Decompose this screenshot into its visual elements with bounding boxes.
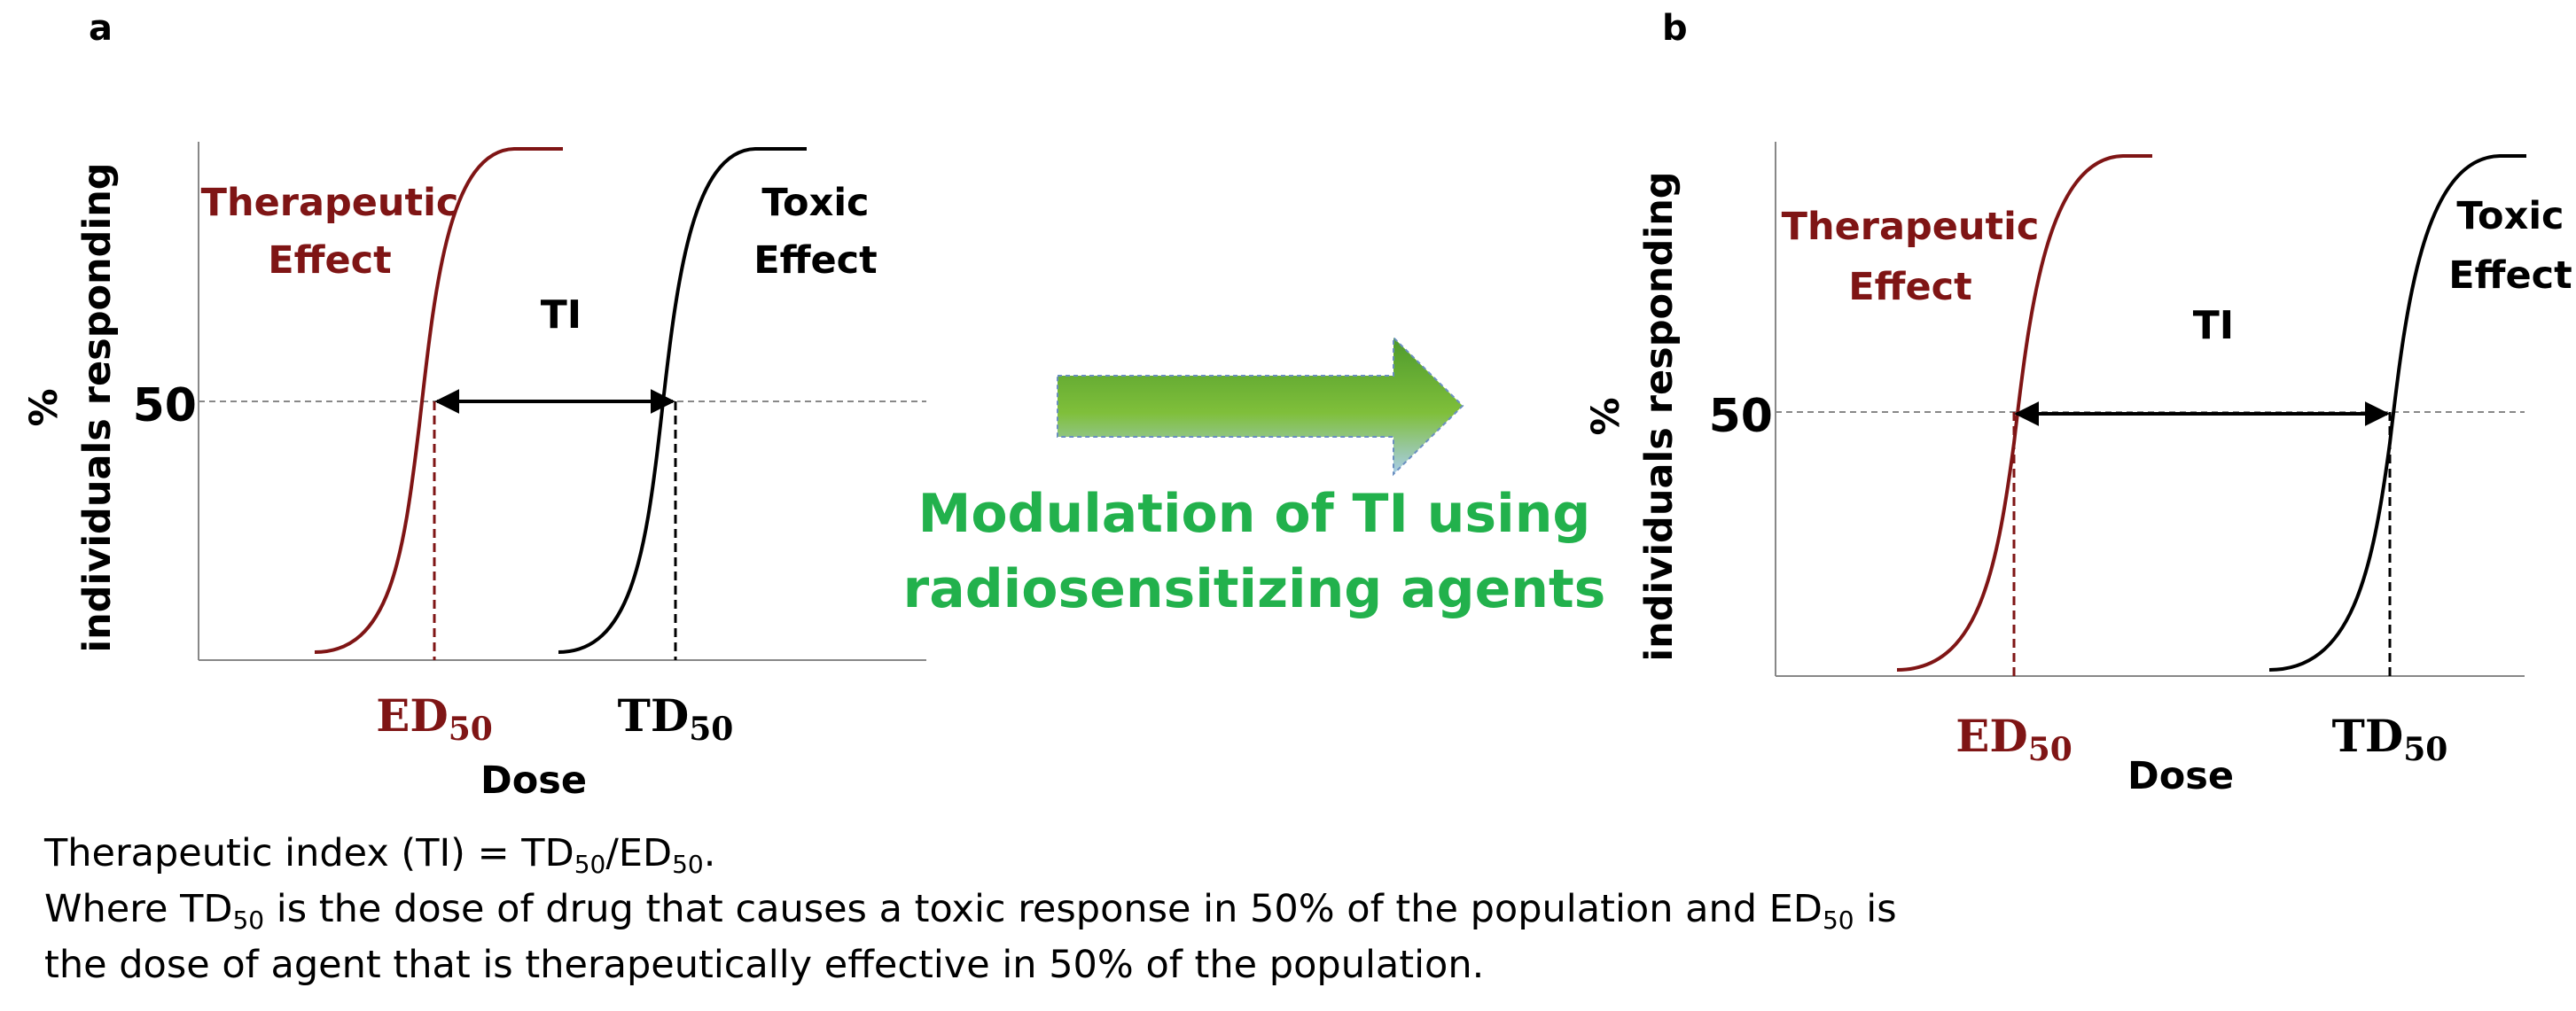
ti-label-a: TI bbox=[541, 292, 582, 338]
therapeutic-label-a-line1: Therapeutic bbox=[201, 181, 459, 225]
panel-b: b TI Therapeutic Effect Toxic Effect 50 … bbox=[1584, 8, 2572, 798]
y-tick-50-b: 50 bbox=[1709, 390, 1773, 443]
modulation-text-line2: radiosensitizing agents bbox=[903, 558, 1606, 620]
therapeutic-label-b-line2: Effect bbox=[1848, 265, 1971, 309]
therapeutic-label-b-line1: Therapeutic bbox=[1782, 205, 2040, 249]
toxic-label-a-line1: Toxic bbox=[761, 181, 869, 225]
toxic-curve-a bbox=[558, 147, 807, 654]
caption-line-2: Where TD50 is the dose of drug that caus… bbox=[44, 887, 1897, 935]
ti-label-b: TI bbox=[2193, 303, 2234, 348]
toxic-label-b-line1: Toxic bbox=[2456, 194, 2564, 238]
y-label-percent-b: % bbox=[1584, 397, 1628, 435]
caption-line-1: Therapeutic index (TI) = TD50/ED50. bbox=[44, 831, 716, 879]
y-label-b: individuals responding bbox=[1637, 171, 1682, 661]
y-tick-50-a: 50 bbox=[133, 379, 197, 432]
ed50-label-a: ED50 bbox=[376, 689, 493, 748]
y-label-percent-a: % bbox=[22, 388, 66, 426]
x-label-b: Dose bbox=[2127, 754, 2234, 798]
td50-label-b: TD50 bbox=[2332, 710, 2448, 768]
caption: Therapeutic index (TI) = TD50/ED50. Wher… bbox=[44, 826, 2260, 993]
x-label-a: Dose bbox=[480, 758, 587, 803]
therapeutic-label-a-line2: Effect bbox=[268, 238, 391, 283]
modulation-arrow bbox=[1057, 335, 1464, 477]
modulation-text-line1: Modulation of TI using bbox=[918, 483, 1591, 545]
caption-line-3: the dose of agent that is therapeuticall… bbox=[44, 943, 1485, 987]
toxic-label-b-line2: Effect bbox=[2448, 253, 2572, 298]
ed50-label-b: ED50 bbox=[1955, 710, 2073, 768]
y-label-a: individuals responding bbox=[75, 162, 120, 652]
right-block-arrow-icon bbox=[1057, 335, 1464, 477]
panel-letter-a: a bbox=[89, 8, 113, 49]
panel-a: a TI Therapeutic Effect Toxic Effect 50 … bbox=[22, 8, 926, 803]
panel-letter-b: b bbox=[1662, 8, 1688, 49]
therapeutic-curve-a bbox=[314, 147, 563, 654]
toxic-label-a-line2: Effect bbox=[753, 238, 877, 283]
td50-label-a: TD50 bbox=[618, 689, 734, 748]
